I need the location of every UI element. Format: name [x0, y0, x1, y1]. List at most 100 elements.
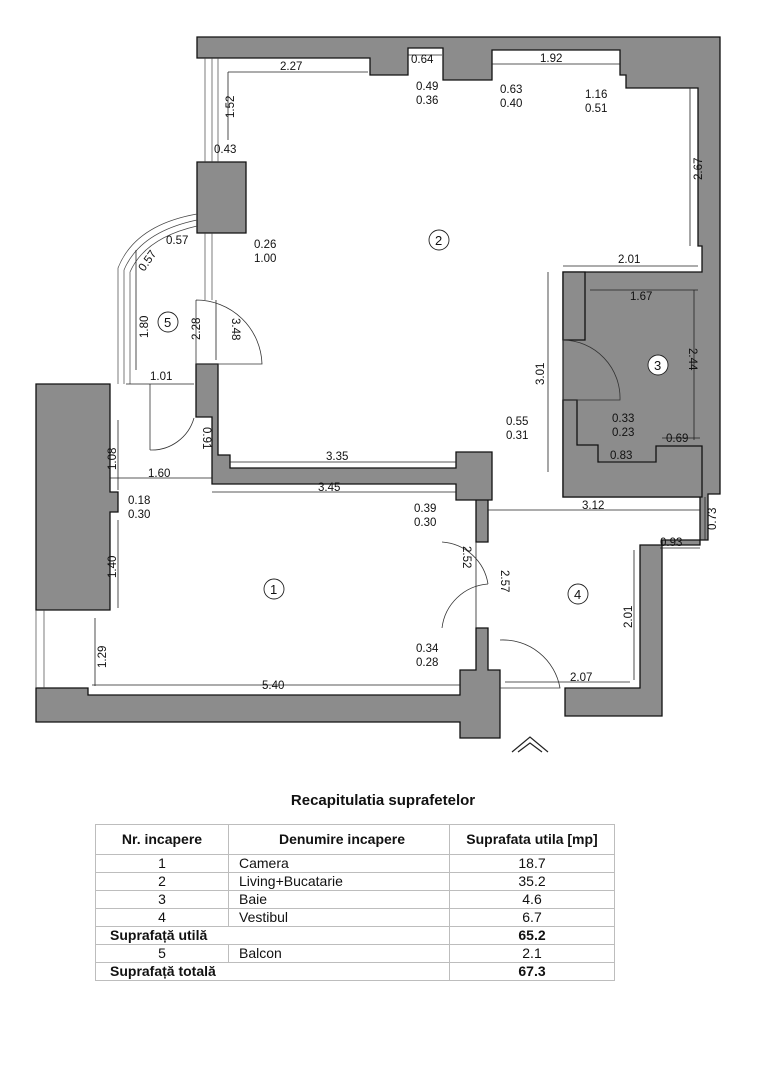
wall-interior-horizontal [195, 363, 493, 543]
room-number-cell: 1 [95, 854, 229, 873]
dim-label: 2.44 [686, 348, 698, 371]
dim-label: 0.63 [500, 84, 522, 96]
wall-bottom [35, 627, 501, 739]
dim-label: 0.30 [128, 509, 150, 521]
openings [35, 58, 621, 753]
dim-label: 0.30 [414, 517, 436, 529]
dim-label: 0.64 [411, 54, 434, 66]
dim-label: 2.57 [498, 570, 510, 592]
table-row: 5 Balcon 2.1 [95, 944, 615, 963]
room-area-cell: 35.2 [449, 872, 615, 891]
dim-label: 3.12 [582, 500, 604, 512]
dimension-labels: 2.27 0.64 1.92 0.49 0.36 0.63 0.40 1.16 … [97, 53, 719, 692]
dim-label: 5.40 [262, 680, 284, 692]
balcony-arc [117, 213, 198, 384]
dim-label: 0.33 [612, 413, 634, 425]
dim-label: 1.60 [148, 468, 170, 480]
dim-label: 1.29 [97, 646, 109, 668]
dim-label: 1.67 [630, 291, 652, 303]
room-number-cell: 4 [95, 908, 229, 927]
room-area-cell: 2.1 [449, 944, 615, 963]
dimension-lines [92, 54, 706, 686]
dim-label: 2.01 [618, 254, 640, 266]
room-number-3: 3 [654, 358, 661, 373]
room-area-cell: 6.7 [449, 908, 615, 927]
dim-label: 0.57 [137, 248, 160, 273]
room-name-cell: Baie [228, 890, 450, 909]
walls [35, 36, 721, 739]
area-summary-table: Nr. incapere Denumire incapere Suprafata… [95, 824, 615, 981]
room-name-cell: Balcon [228, 944, 450, 963]
total-area-label: Suprafață totală [95, 962, 450, 981]
dim-label: 3.01 [535, 363, 547, 385]
dim-label: 0.23 [612, 427, 634, 439]
room-number-4: 4 [574, 587, 581, 602]
dim-label: 0.18 [128, 495, 150, 507]
dim-label: 1.08 [107, 448, 119, 470]
dim-label: 3.45 [318, 482, 340, 494]
room-name-cell: Living+Bucatarie [228, 872, 450, 891]
door-room1-vest [441, 541, 489, 629]
table-header-row: Nr. incapere Denumire incapere Suprafata… [95, 824, 615, 855]
dim-label: 0.34 [416, 643, 439, 655]
table-row: 3 Baie 4.6 [95, 890, 615, 909]
header-useful-area: Suprafata utila [mp] [449, 824, 615, 855]
wall-left-column [196, 161, 247, 234]
total-area-row: Suprafață totală 67.3 [95, 962, 615, 981]
dim-label: 0.43 [214, 144, 236, 156]
room-name-cell: Vestibul [228, 908, 450, 927]
room-number-1: 1 [270, 582, 277, 597]
room-number-cell: 5 [95, 944, 229, 963]
dim-label: 1.16 [585, 89, 607, 101]
room-number-5: 5 [164, 315, 171, 330]
dim-label: 0.26 [254, 239, 276, 251]
room-area-cell: 18.7 [449, 854, 615, 873]
useful-area-row: Suprafață utilă 65.2 [95, 926, 615, 945]
door-balcony [195, 299, 263, 365]
dim-label: 2.52 [460, 546, 472, 568]
room-marker-3 [647, 354, 669, 376]
door-entrance [499, 639, 561, 689]
room-marker-1 [263, 578, 285, 600]
room-number-cell: 3 [95, 890, 229, 909]
dim-label: 0.36 [416, 95, 438, 107]
north-arrow [511, 736, 549, 753]
dim-label: 0.83 [610, 450, 632, 462]
dim-label: 0.40 [500, 98, 522, 110]
room-name-cell: Camera [228, 854, 450, 873]
dim-label: 0.55 [506, 416, 528, 428]
wall-top-right [196, 36, 721, 717]
dim-label: 2.28 [191, 318, 203, 340]
dim-label: 1.00 [254, 253, 276, 265]
dim-label: 2.01 [623, 606, 635, 628]
wall-bathroom-left [562, 271, 586, 341]
room-marker-4 [567, 583, 589, 605]
room-markers: 1 2 3 4 5 [157, 229, 669, 605]
header-room-number: Nr. incapere [95, 824, 229, 855]
dim-label: 0.49 [416, 81, 438, 93]
room-marker-5 [157, 311, 179, 333]
dim-label: 0.51 [585, 103, 607, 115]
table-row: 1 Camera 18.7 [95, 854, 615, 873]
dim-label: 0.39 [414, 503, 436, 515]
balcony-arc-inner [123, 219, 198, 384]
dim-label: 1.01 [150, 371, 172, 383]
dim-label: 2.27 [280, 61, 302, 73]
room-marker-2 [428, 229, 450, 251]
door-room1 [149, 384, 195, 451]
dim-label: 1.52 [225, 96, 237, 118]
table-row: 2 Living+Bucatarie 35.2 [95, 872, 615, 891]
room-number-cell: 2 [95, 872, 229, 891]
dim-label: 0.28 [416, 657, 438, 669]
dim-label: 0.93 [660, 537, 682, 549]
dim-label: 0.73 [707, 508, 719, 530]
dim-label: 2.67 [693, 158, 705, 180]
floor-plan: 2.27 0.64 1.92 0.49 0.36 0.63 0.40 1.16 … [35, 36, 721, 753]
dim-label: 1.40 [107, 556, 119, 578]
summary-title: Recapitulatia suprafetelor [290, 792, 476, 809]
dim-label: 0.69 [666, 433, 688, 445]
useful-area-value: 65.2 [449, 926, 615, 945]
useful-area-label: Suprafață utilă [95, 926, 450, 945]
room-number-2: 2 [435, 233, 442, 248]
dim-label: 0.91 [200, 427, 212, 449]
